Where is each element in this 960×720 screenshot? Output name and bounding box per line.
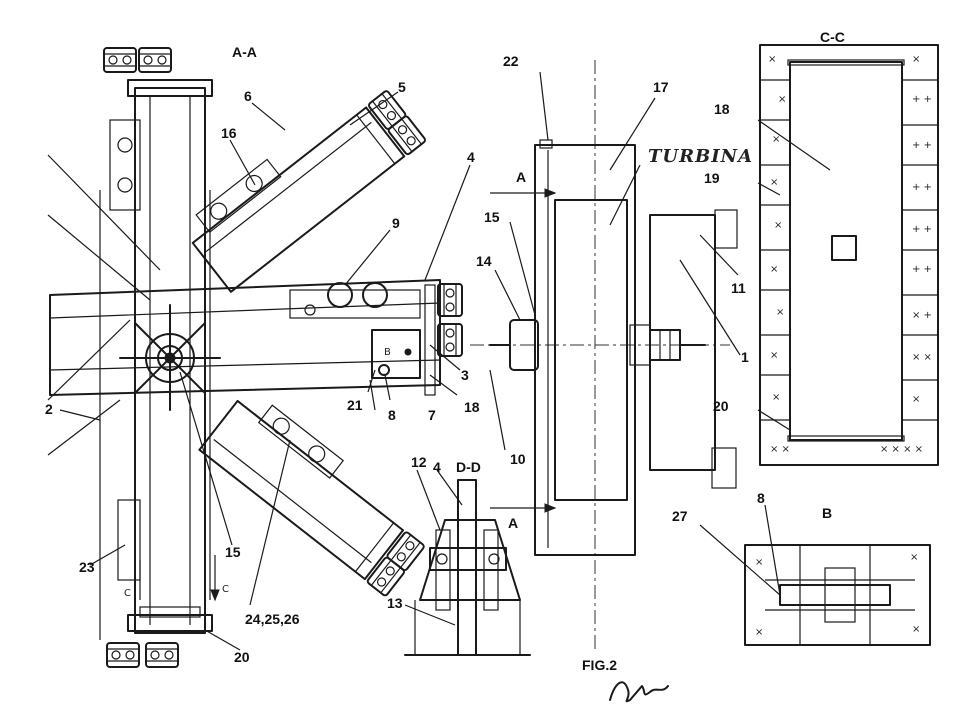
part-label: 6 [244,88,252,104]
svg-text:+ +: + + [912,140,932,151]
part-label: 8 [757,490,765,506]
vertical-blade-beam [103,47,213,668]
svg-text:×: × [910,552,918,563]
svg-text:× × × ×: × × × × [880,444,923,455]
svg-text:×: × [772,134,780,145]
part-label: 4 [433,459,441,475]
svg-text:× ×: × × [770,444,790,455]
part-label: 10 [510,451,526,467]
section-mark-a-bottom: A [508,515,518,531]
svg-text:×: × [770,350,778,361]
svg-text:×: × [772,392,780,403]
part-label: 3 [461,367,469,383]
section-mark-a-top: A [516,169,526,185]
part-label: 20 [713,398,729,414]
frame-lines [47,154,211,640]
part-label: 24,25,26 [245,611,300,627]
part-label: 17 [653,79,669,95]
part-label: 14 [476,253,492,269]
svg-text:× +: × + [912,310,932,321]
svg-text:×: × [912,54,920,65]
part-label: 18 [464,399,480,415]
figure-title: FIG.2 [582,657,617,673]
hub [119,304,221,411]
svg-text:×: × [768,54,776,65]
part-labels: 1 2 3 4 4 5 6 7 8 8 9 10 11 12 13 14 15 … [45,53,765,665]
svg-text:×: × [774,220,782,231]
part-label: 21 [347,397,363,413]
leader-lines [59,71,831,651]
svg-text:×: × [912,394,920,405]
upper-diagonal-blade [191,89,428,293]
cross-marks: × × × × × × × × × × × × + + + + + + + + + + × + × ×… [768,54,932,455]
view-b: × × × × [744,544,931,646]
view-title-aa: A-A [232,44,257,60]
view-aa: B [47,47,463,668]
grid-cells-right [902,79,938,421]
part-label: 9 [392,215,400,231]
section-mark-c-right: C [222,584,229,595]
svg-text:×: × [770,264,778,275]
part-label: 27 [672,508,688,524]
section-mark-c-left: C [124,588,131,599]
svg-text:×: × [778,94,786,105]
view-cc: × × × × × × × × × × × × + + + + + + + + + + × + × ×… [759,44,939,466]
svg-text:×: × [912,624,920,635]
svg-text:× ×: × × [912,352,932,363]
part-label: 13 [387,595,403,611]
part-label: 2 [45,401,53,417]
part-label: 15 [484,209,500,225]
part-label: 15 [225,544,241,560]
svg-text:B: B [384,347,391,358]
turbine-side-view: A A TURBINA [470,60,753,650]
svg-text:+ +: + + [912,224,932,235]
part-label: 11 [731,280,746,296]
part-label: 19 [704,170,720,186]
part-label: 12 [411,454,427,470]
svg-text:×: × [776,307,784,318]
part-label: 18 [714,101,730,117]
part-label: 5 [398,79,406,95]
svg-text:×: × [755,557,763,568]
grid-cells-left [760,79,790,421]
svg-text:+ +: + + [912,182,932,193]
svg-text:×: × [770,177,778,188]
part-label: 8 [388,407,396,423]
svg-text:+ +: + + [912,264,932,275]
part-label: 4 [467,149,475,165]
svg-text:×: × [755,627,763,638]
part-label: 23 [79,559,95,575]
view-title-dd: D-D [456,459,481,475]
view-title-b: B [822,505,832,521]
horizontal-blade-beam: B [49,279,463,396]
lower-diagonal-blade [198,399,426,598]
view-dd [404,479,531,656]
svg-text:+ +: + + [912,94,932,105]
part-label: 1 [741,349,749,365]
part-label: 20 [234,649,250,665]
part-label: 7 [428,407,436,423]
part-label: 22 [503,53,519,69]
turbine-handwritten-label: TURBINA [648,146,753,167]
part-label: 16 [221,125,237,141]
signature [609,681,669,703]
view-title-cc: C-C [820,29,845,45]
